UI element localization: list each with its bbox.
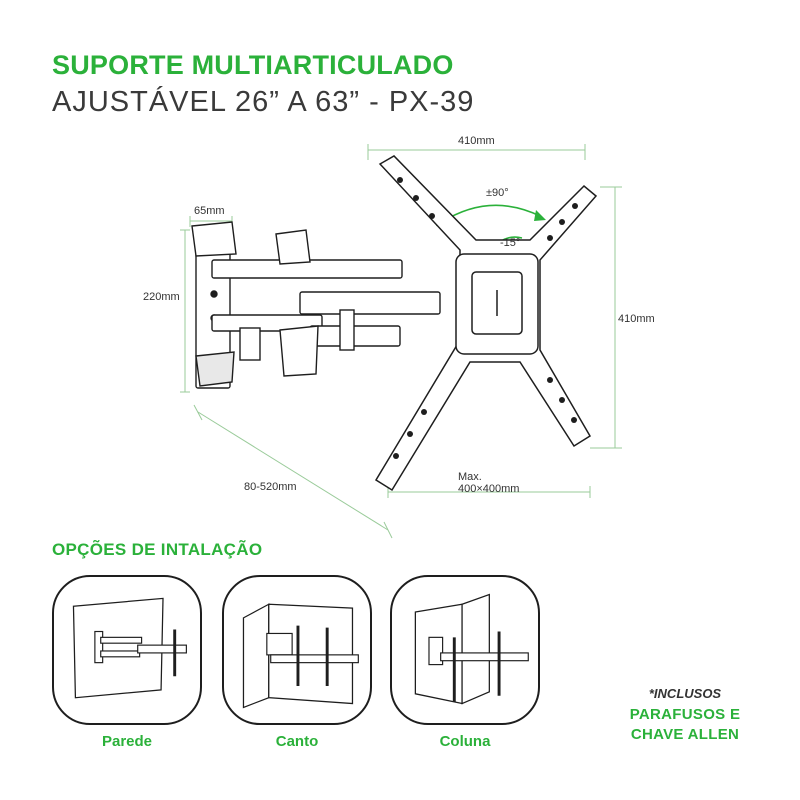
install-option-corner-label: Canto [275, 733, 319, 750]
wall-mount-icon [72, 597, 187, 699]
installation-title: OPÇÕES DE INTALAÇÃO [52, 540, 263, 559]
install-option-wall-label: Parede [101, 733, 153, 750]
rotation-label: ±90° [486, 187, 509, 199]
arm-height-label: 220mm [143, 291, 180, 303]
vesa-max-label: Max. [458, 471, 482, 483]
vesa-value-label: 400×400mm [458, 483, 519, 495]
vesa-plate-drawing [374, 155, 598, 492]
included-allen-key: CHAVE ALLEN [630, 726, 740, 743]
arm-width-label: 65mm [194, 205, 225, 217]
included-screws: PARAFUSOS E [629, 706, 741, 723]
dimension-lines [180, 144, 622, 539]
product-subtitle: AJUSTÁVEL 26” A 63” - PX-39 [52, 86, 475, 118]
articulated-arm-drawing [211, 229, 441, 377]
install-option-column [390, 575, 540, 725]
vesa-holes [393, 177, 578, 459]
install-option-corner [222, 575, 372, 725]
product-title: SUPORTE MULTIARTICULADO [52, 50, 454, 80]
column-mount-icon [414, 593, 529, 705]
height-right-label: 410mm [618, 313, 655, 325]
wall-plate-drawing [191, 221, 237, 389]
width-top-label: 410mm [458, 135, 495, 147]
extension-label: 80-520mm [244, 481, 297, 493]
included-note: *INCLUSOS [648, 686, 722, 701]
install-option-wall [52, 575, 202, 725]
corner-mount-icon [242, 603, 359, 709]
install-option-column-label: Coluna [439, 733, 491, 750]
technical-diagram: 410mm 410mm 65mm 220mm ±90° -15° 80-520m… [143, 135, 655, 539]
tilt-label: -15° [500, 237, 520, 249]
